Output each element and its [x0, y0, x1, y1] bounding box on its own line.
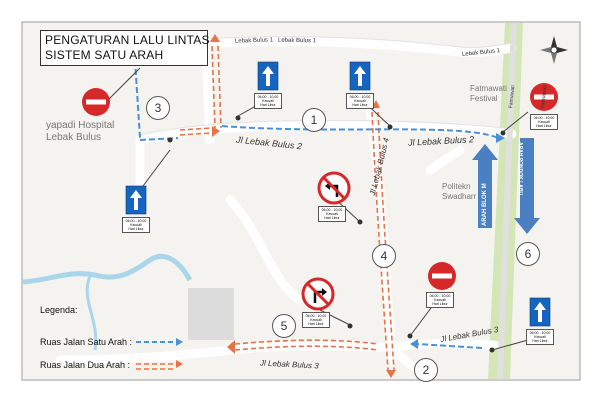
one-way-arrow-sign-icon [529, 297, 551, 327]
sign-time: 06.00 - 10.00 [533, 116, 555, 120]
no-entry-sign-icon [82, 88, 110, 116]
one-way-arrow-sign-icon [349, 61, 371, 91]
place-festival-line1: Fatmawati [470, 84, 507, 93]
place-hospital: yapadi Hospital Lebak Bulus [46, 120, 114, 144]
sign-time: 06.00 - 10.00 [321, 208, 343, 212]
legend-two-way-label: Ruas Jalan Dua Arah : [40, 360, 131, 370]
legend-title: Legenda: [40, 305, 78, 315]
sign-time: 06.00 - 10.00 [349, 95, 371, 99]
sign-time-plate: 06.00 - 10.00 Kecuali Hari Libur [526, 329, 554, 345]
point-marker-5: 5 [272, 314, 296, 338]
pointer-dots [167, 115, 506, 353]
point-marker-1: 1 [302, 108, 326, 132]
building-block [188, 288, 234, 340]
sign-time-plate: 06.00 - 10.00 Kecuali Hari Libur [530, 114, 558, 130]
point-marker-6: 6 [516, 242, 540, 266]
no-right-turn-sign-icon [301, 277, 335, 311]
two-way-arrowheads [210, 34, 396, 378]
road-edges [139, 36, 513, 136]
place-politek-line1: Politekn [442, 182, 471, 191]
sign-time-plate: 06.00 - 10.00 Kecuali Hari Libur [346, 93, 374, 109]
sign-holiday: Hari Libur [308, 322, 324, 326]
point-marker-3: 3 [146, 96, 170, 120]
river [22, 253, 193, 285]
sign-time: 06.00 - 10.00 [305, 314, 327, 318]
place-hospital-line2: Lebak Bulus [46, 132, 102, 143]
direction-arrow-blok-m [472, 144, 498, 228]
sign-time-plate: 06.00 - 10.00 Kecuali Hari Libur [254, 93, 282, 109]
one-way-arrow-sign-icon [125, 185, 147, 215]
point-marker-4: 4 [372, 244, 396, 268]
point-marker-2: 2 [414, 358, 438, 382]
sign-except: Kecuali [310, 318, 322, 322]
street-label-lebak-bulus-1: Lebak Bulus 1 [277, 37, 317, 45]
place-festival-line2: Festival [470, 94, 498, 103]
sign-time-plate: 06.00 - 10.00 Kecuali Hari Libur [426, 292, 454, 308]
sign-except: Kecuali [534, 335, 546, 339]
river-branch [85, 275, 98, 351]
sign-except: Kecuali [434, 298, 446, 302]
sign-time: 06.00 - 10.00 [429, 294, 451, 298]
place-hospital-line1: yapadi Hospital [46, 120, 115, 131]
sign-holiday: Hari Libur [324, 216, 340, 220]
no-entry-sign-icon [428, 262, 456, 290]
one-way-arrow-sign-icon [257, 61, 279, 91]
legend-one-way-sample [136, 338, 183, 346]
sign-holiday: Hari Libur [432, 302, 448, 306]
direction-label-blok-m: ARAH BLOK M [482, 183, 488, 226]
sign-time-plate: 06.00 - 10.00 Kecuali Hari Libur [318, 206, 346, 222]
no-entry-sign-icon [530, 83, 558, 111]
sign-time: 06.00 - 10.00 [257, 95, 279, 99]
map-title-line2: SISTEM SATU ARAH [45, 48, 164, 62]
sign-except: Kecuali [326, 212, 338, 216]
map-title-box: PENGATURAN LALU LINTAS SISTEM SATU ARAH [40, 30, 210, 66]
two-way-roads [179, 45, 395, 371]
no-left-turn-sign-icon [317, 171, 351, 205]
sign-except: Kecuali [538, 120, 550, 124]
sign-holiday: Hari Libur [536, 124, 552, 128]
direction-label-pondok-labu: ARAH PONDOK LABU [517, 142, 523, 196]
sign-time: 06.00 - 10.00 [125, 219, 147, 223]
sign-holiday: Hari Libur [260, 103, 276, 107]
direction-arrow-pondok-labu [514, 138, 540, 234]
place-fatmawati-festival: Fatmawati Festival [470, 84, 507, 104]
place-politeknik: Politekn Swadharr [442, 182, 476, 202]
sign-time: 06.00 - 10.00 [529, 331, 551, 335]
place-politek-line2: Swadharr [442, 192, 477, 201]
sign-holiday: Hari Libur [532, 339, 548, 343]
sign-holiday: Hari Libur [352, 103, 368, 107]
legend-two-way-sample [136, 360, 183, 370]
sign-except: Kecuali [130, 223, 142, 227]
fatmawati-road [497, 22, 517, 380]
sign-holiday: Hari Libur [128, 227, 144, 231]
legend-one-way-label: Ruas Jalan Satu Arah : [40, 337, 133, 347]
sign-except: Kecuali [354, 99, 366, 103]
sign-time-plate: 06.00 - 10.00 Kecuali Hari Libur [122, 217, 150, 233]
sign-except: Kecuali [262, 99, 274, 103]
compass-rose-icon [540, 36, 568, 64]
sign-time-plate: 06.00 - 10.00 Kecuali Hari Libur [302, 312, 330, 328]
map-title-line1: PENGATURAN LALU LINTAS [45, 33, 210, 47]
